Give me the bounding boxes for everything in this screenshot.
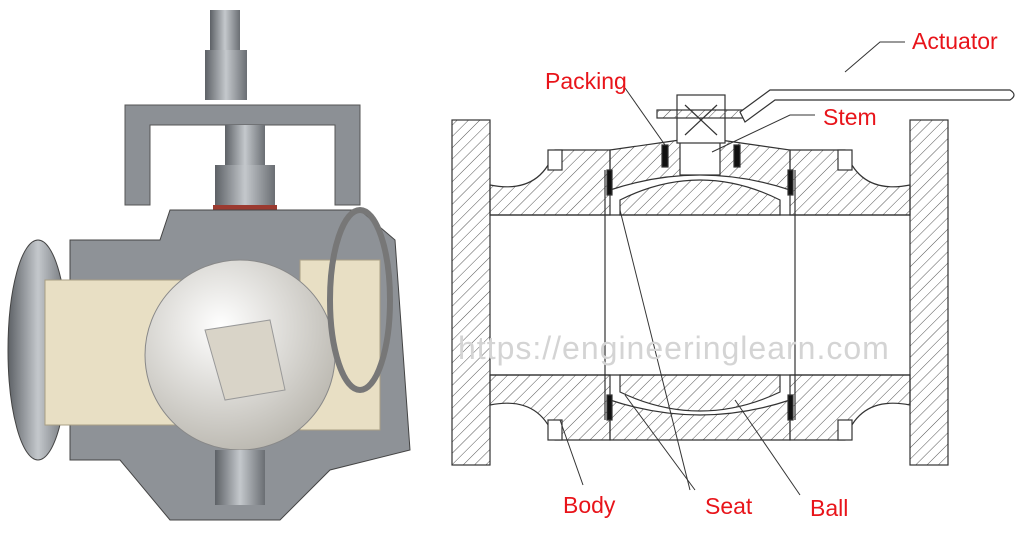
label-actuator: Actuator [912,28,998,54]
watermark: https://engineeringlearn.com [458,330,890,366]
label-body: Body [563,492,616,518]
cutaway-render [7,10,411,521]
label-stem: Stem [823,104,877,130]
label-packing: Packing [545,68,627,94]
label-ball: Ball [810,495,849,521]
cross-section-drawing [451,41,1015,496]
label-seat: Seat [705,493,753,519]
